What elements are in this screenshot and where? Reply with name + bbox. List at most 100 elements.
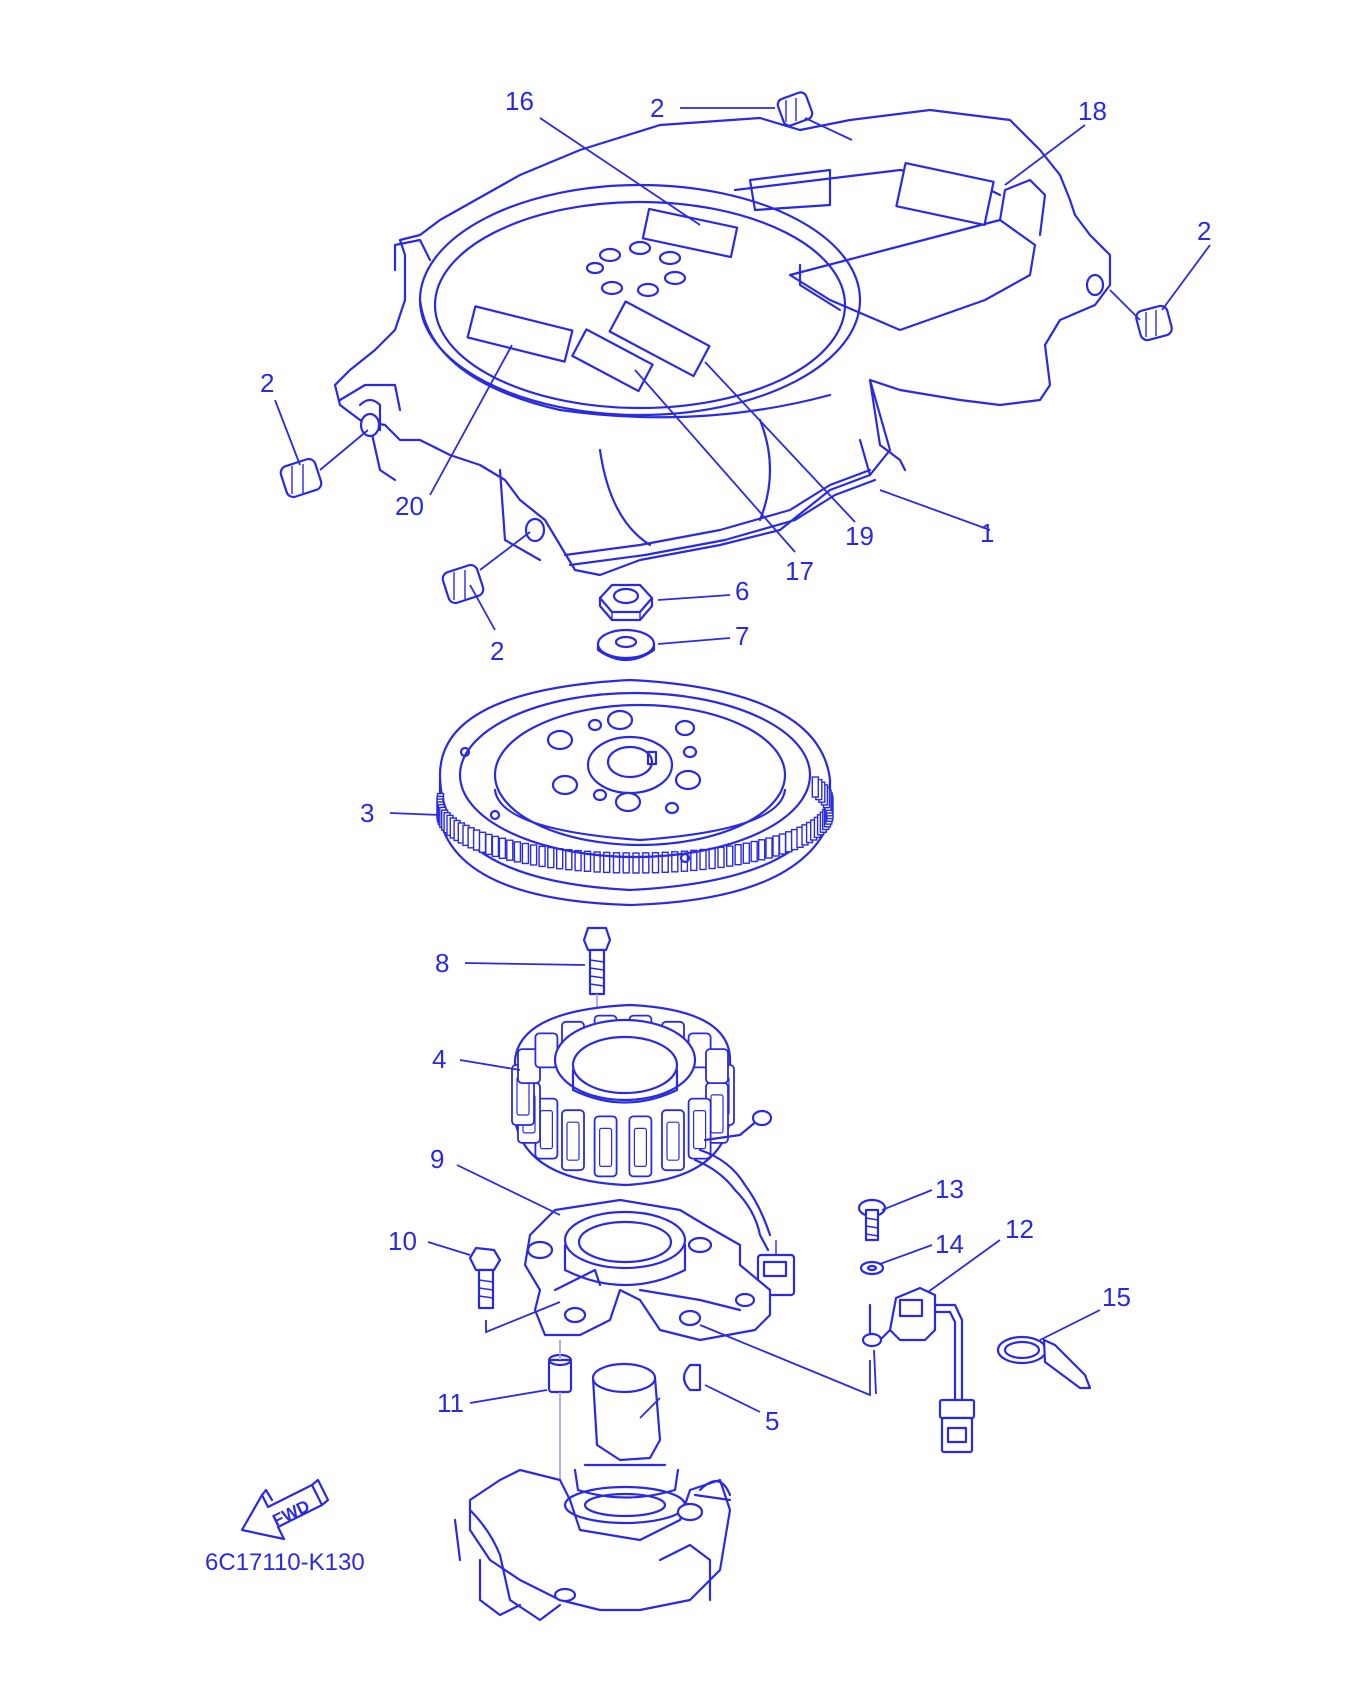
gear-tooth [778,833,787,855]
gear-tooth [742,842,750,864]
part-code-label: 6C17110-K130 [205,1549,365,1576]
stator-coil-assembly [511,1003,796,1297]
gear-tooth [603,851,611,874]
gear-tooth [583,850,592,872]
fwd-direction-arrow: FWD [240,1478,330,1541]
pulser-washer [859,1260,885,1276]
callout-2-top: 2 [650,93,664,123]
gear-tooth [506,839,514,861]
callout-15: 15 [1102,1282,1131,1312]
callout-17: 17 [785,556,814,586]
gear-tooth [593,851,601,873]
stator-pole [661,1109,685,1172]
callout-11: 11 [437,1388,464,1418]
gear-tooth [556,848,564,870]
gear-tooth [472,829,481,851]
callout-2-bottom: 2 [490,636,504,666]
grommet-right [1135,304,1173,342]
gear-tooth [574,849,582,872]
grommet-top [776,91,814,127]
callout-10: 10 [388,1226,417,1256]
callout-9: 9 [430,1144,444,1174]
gear-tooth [529,844,538,866]
gear-tooth [632,852,640,874]
callout-2-right: 2 [1197,216,1211,246]
flywheel-nut [598,583,654,622]
gear-tooth [717,846,725,869]
stator-pole [705,1048,729,1084]
callout-2-left: 2 [260,368,274,398]
woodruff-key [682,1363,702,1392]
flywheel-washer [596,628,656,661]
gear-tooth [498,837,507,859]
callout-6: 6 [735,576,749,606]
gear-tooth [565,849,573,871]
callout-5: 5 [765,1406,779,1436]
base-bolt [468,1246,561,1334]
gear-tooth [478,831,487,853]
callout-3: 3 [360,798,374,828]
callout-1: 1 [980,518,994,548]
gear-tooth [661,851,669,873]
callout-12: 12 [1005,1214,1034,1244]
gear-tooth [785,831,793,853]
gear-tooth [758,839,766,861]
stator-base-bracket [523,1198,772,1342]
grommet-bottom [441,563,485,605]
gear-tooth [699,848,707,871]
label-plate-19 [608,300,711,378]
gear-tooth [491,835,500,858]
flywheel-cover [333,105,1112,577]
gear-tooth [622,852,630,874]
gear-tooth [750,840,758,863]
stator-pole-winding [666,1121,680,1161]
grommet-left [279,457,323,499]
label-plate-20 [466,305,574,363]
pulser-coil [861,1286,976,1454]
cable-tie [996,1335,1092,1390]
crankshaft-and-block [453,1362,732,1622]
callout-4: 4 [432,1044,446,1074]
callout-7: 7 [735,621,749,651]
label-plate-16 [641,207,739,259]
gear-tooth [538,845,546,868]
label-plate-17 [571,328,654,393]
gear-tooth [671,851,679,873]
gear-tooth [651,852,660,874]
callout-18: 18 [1078,96,1107,126]
pulser-screw [857,1198,887,1242]
stator-pole-winding [566,1121,580,1161]
gear-tooth [726,845,734,867]
callout-13: 13 [935,1174,964,1204]
stator-pole [593,1115,618,1178]
stator-pole-winding [598,1127,613,1168]
gear-tooth [612,852,621,874]
stator-pole [561,1109,585,1172]
gear-tooth [772,835,780,857]
gear-tooth [547,846,555,869]
callout-numbers: 16 2 18 2 2 20 1 19 17 6 2 7 3 8 4 9 13 … [260,86,1211,1436]
gear-tooth [734,844,742,866]
gear-tooth [642,852,650,874]
stator-pole-winding [692,1109,707,1150]
stator-pole-winding [633,1127,648,1168]
leader-lines [274,107,1211,1419]
callout-16: 16 [505,86,534,116]
gear-tooth [708,847,716,870]
gear-tooth [521,842,530,865]
callout-19: 19 [845,521,874,551]
flywheel-magneto [436,678,834,907]
gear-tooth [765,837,773,859]
stator-pole [628,1115,653,1178]
gear-tooth [513,841,522,863]
cover-center-holes [585,240,687,298]
label-plate-18 [895,162,995,226]
gear-tooth [811,776,819,798]
gear-tooth [690,849,698,872]
callout-14: 14 [935,1229,964,1259]
callout-8: 8 [435,948,449,978]
callout-20: 20 [395,491,424,521]
gear-tooth [485,833,493,856]
